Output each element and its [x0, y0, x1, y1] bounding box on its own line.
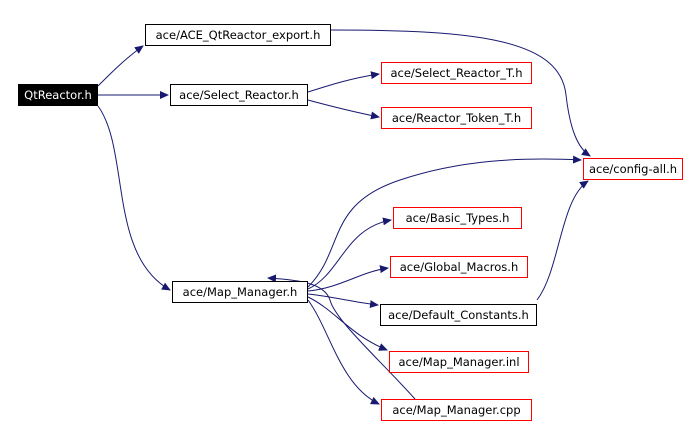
edge-map-manager-to-global-macros	[307, 265, 389, 292]
node-ace-qtreactor-export-h[interactable]: ace/ACE_QtReactor_export.h	[145, 24, 331, 46]
node-default-constants-h[interactable]: ace/Default_Constants.h	[380, 304, 537, 326]
node-config-all-h[interactable]: ace/config-all.h	[583, 158, 683, 180]
edge-default-constants-to-config-all	[536, 180, 589, 301]
node-map-manager-h[interactable]: ace/Map_Manager.h	[172, 281, 308, 303]
node-select-reactor-h[interactable]: ace/Select_Reactor.h	[170, 84, 308, 106]
edge-export-to-config-all	[330, 29, 591, 157]
node-basic-types-h[interactable]: ace/Basic_Types.h	[393, 207, 522, 229]
node-reactor-token-t-h[interactable]: ace/Reactor_Token_T.h	[381, 107, 532, 129]
node-map-manager-inl[interactable]: ace/Map_Manager.inl	[389, 351, 529, 373]
node-map-manager-cpp[interactable]: ace/Map_Manager.cpp	[381, 399, 532, 421]
edge-map-manager-to-map-manager-cpp	[307, 299, 380, 405]
edge-select-reactor-to-reactor-token-t	[307, 99, 380, 120]
node-qtreactor-h[interactable]: QtReactor.h	[18, 84, 98, 106]
node-global-macros-h[interactable]: ace/Global_Macros.h	[390, 256, 528, 278]
node-select-reactor-t-h[interactable]: ace/Select_Reactor_T.h	[381, 62, 532, 84]
edge-map-manager-to-default-constants	[307, 293, 379, 309]
edge-map-manager-to-config-all	[307, 155, 582, 288]
edge-root-to-export	[97, 45, 144, 87]
edge-map-manager-to-basic-types	[307, 217, 392, 290]
edge-root-to-map-manager	[97, 105, 171, 291]
edge-select-reactor-to-select-reactor-t	[307, 71, 380, 93]
